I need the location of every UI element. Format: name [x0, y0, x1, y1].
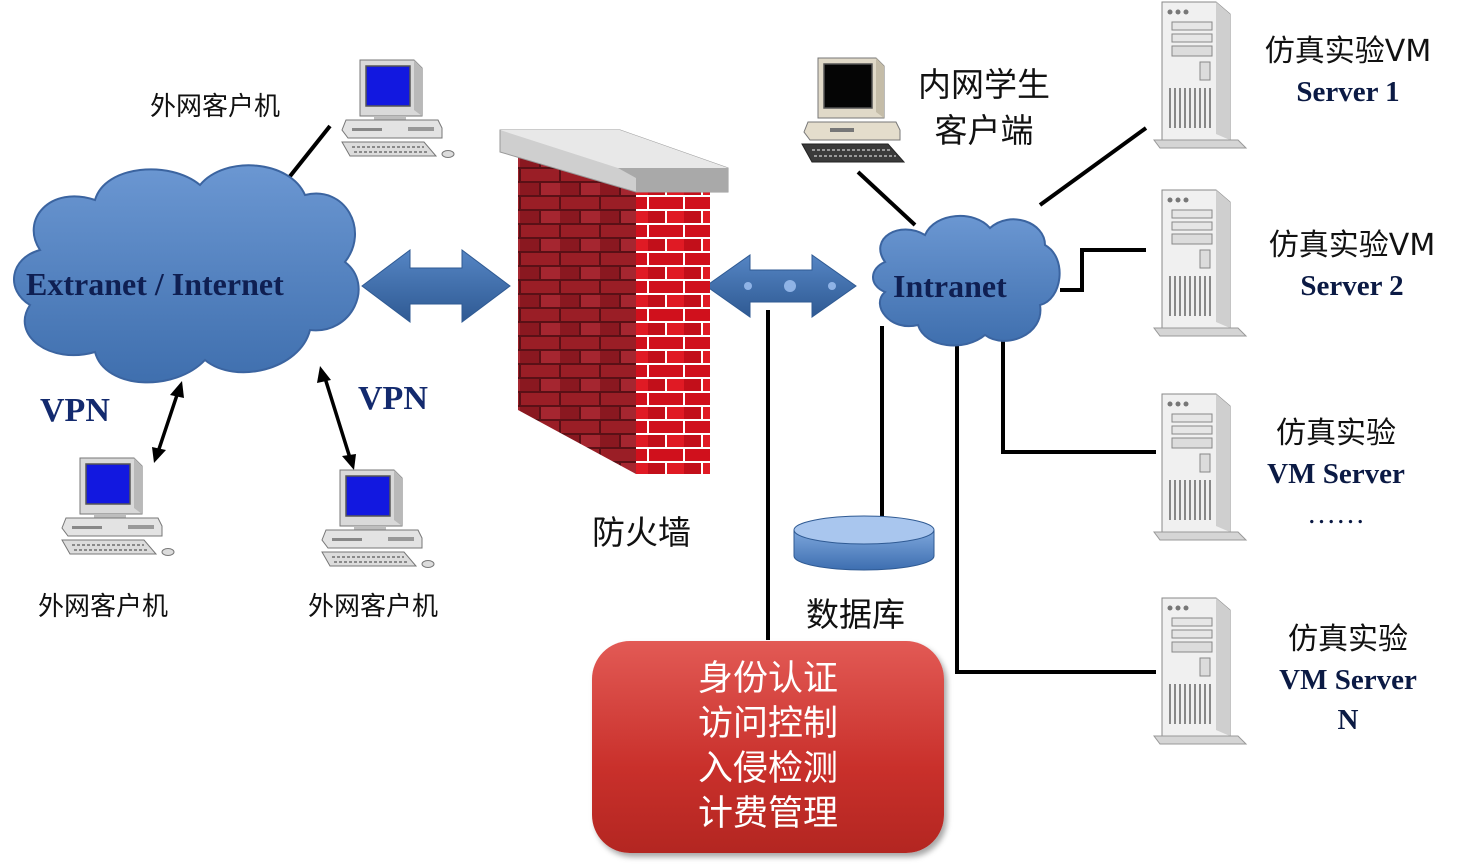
- firewall-label: 防火墙: [592, 513, 691, 552]
- extranet-cloud-label: Extranet / Internet: [26, 266, 284, 302]
- security-item-access-control: 访问控制: [697, 704, 838, 744]
- connection-lines: [285, 124, 1156, 674]
- server-2-label: 仿真实验VM Server 2: [1254, 226, 1450, 306]
- external-client-bottom-left-icon: [61, 457, 175, 557]
- security-item-authentication: 身份认证: [697, 659, 838, 699]
- extranet-firewall-arrow: [361, 249, 511, 323]
- server-3-icon: [1153, 393, 1247, 541]
- vpn-label-left: VPN: [40, 392, 110, 429]
- firewall-intranet-arrow: [705, 254, 857, 318]
- server-3-label: 仿真实验 VM Server ……: [1246, 414, 1426, 534]
- intranet-client-label-line1: 内网学生: [918, 65, 1050, 104]
- server-n-icon: [1153, 597, 1247, 745]
- server-2-label-line2: Server 2: [1300, 270, 1404, 302]
- extranet-cloud: [13, 164, 360, 384]
- server-1-icon: [1153, 1, 1247, 149]
- server-2-icon: [1153, 189, 1247, 337]
- server-1-label-line2: Server 1: [1296, 76, 1400, 108]
- intranet-student-client-icon: [801, 57, 905, 163]
- server-1-label: 仿真实验VM Server 1: [1250, 32, 1446, 112]
- external-client-bottom-mid-icon: [321, 469, 435, 569]
- firewall-icon: [499, 129, 729, 474]
- security-functions-box: 身份认证 访问控制 入侵检测 计费管理: [592, 641, 944, 853]
- server-1-label-line1: 仿真实验VM: [1264, 34, 1432, 69]
- server-3-label-line2: VM Server: [1267, 458, 1405, 490]
- external-client-top-label: 外网客户机: [150, 92, 281, 122]
- security-item-billing: 计费管理: [697, 794, 838, 834]
- external-client-top-icon: [341, 59, 455, 159]
- security-item-intrusion-detection: 入侵检测: [697, 749, 838, 789]
- vpn-label-right: VPN: [358, 380, 428, 417]
- vpn-arrows: [152, 366, 356, 470]
- database-icon: [793, 515, 935, 571]
- server-3-label-line3: ……: [1307, 498, 1365, 530]
- external-client-bottom-mid-label: 外网客户机: [308, 592, 439, 622]
- server-n-label-line1: 仿真实验: [1288, 622, 1408, 657]
- server-2-label-line1: 仿真实验VM: [1268, 228, 1436, 263]
- intranet-cloud: [872, 215, 1061, 347]
- intranet-client-label-line2: 客户端: [934, 111, 1034, 150]
- external-client-bottom-left-label: 外网客户机: [38, 592, 169, 622]
- intranet-cloud-label: Intranet: [893, 268, 1007, 304]
- server-3-label-line1: 仿真实验: [1276, 416, 1396, 451]
- server-n-label-line3: N: [1337, 704, 1359, 736]
- server-n-label-line2: VM Server: [1279, 664, 1417, 696]
- intranet-client-label: 内网学生 客户端: [918, 62, 1050, 154]
- database-label: 数据库: [806, 595, 905, 634]
- server-n-label: 仿真实验 VM Server N: [1258, 620, 1438, 740]
